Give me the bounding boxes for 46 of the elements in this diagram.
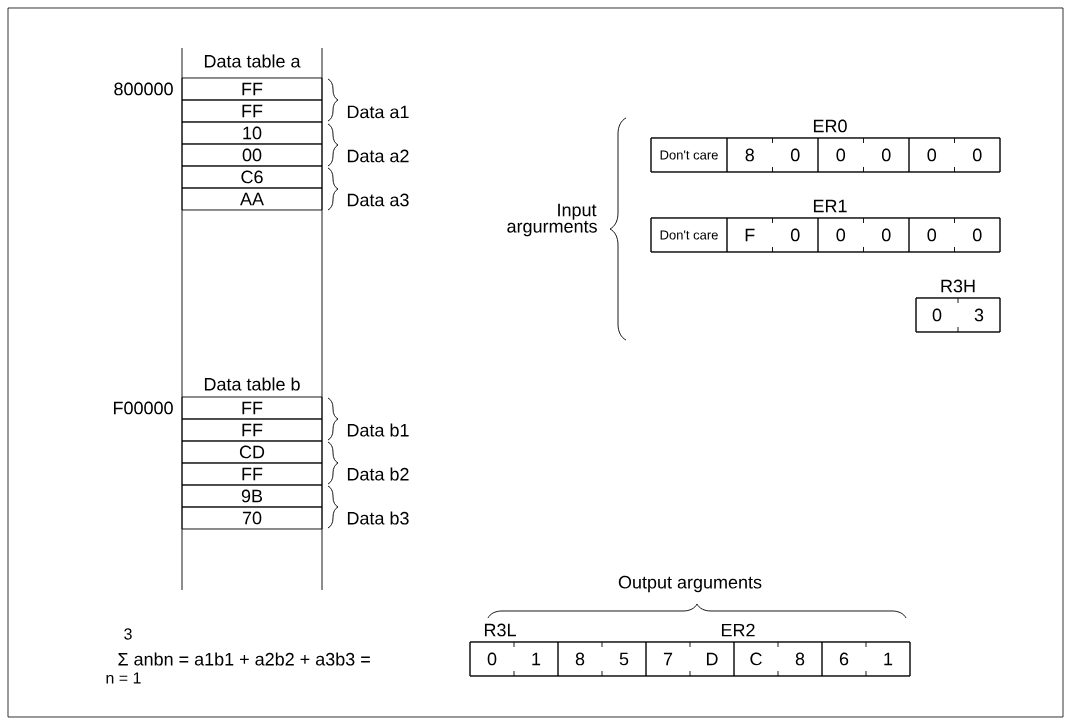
byte-cell: 7 D xyxy=(645,641,735,677)
node-label: ER2 xyxy=(721,623,755,637)
data-label: Data b2 xyxy=(347,467,409,481)
data-label: Data a1 xyxy=(347,105,409,119)
memory-cell: CD xyxy=(181,440,323,464)
byte-cell: 0 0 xyxy=(908,217,1001,253)
byte-cell: 0 0 xyxy=(817,137,910,173)
arguments-label: Input argurments xyxy=(507,203,597,237)
lower-limit: n = 1 xyxy=(106,672,141,684)
byte-cell: 0 1 xyxy=(469,641,559,677)
byte-cell: 8 5 xyxy=(557,641,647,677)
byte-cell: 8 0 xyxy=(726,137,819,173)
byte-cell: 0 3 xyxy=(932,297,984,333)
memory-cell: C6 xyxy=(181,165,323,189)
register-cell: Don't care xyxy=(650,137,728,173)
node-label: ER1 xyxy=(813,199,847,213)
node-label: R3L xyxy=(484,623,516,637)
arguments-label: Output arguments xyxy=(618,575,762,593)
byte-cell: 6 1 xyxy=(821,641,911,677)
byte-cell: 0 0 xyxy=(908,137,1001,173)
byte-cell: C 8 xyxy=(733,641,823,677)
register-cell: Don't care xyxy=(650,217,728,253)
memory-cell: 9B xyxy=(181,484,323,508)
data-label: Data b3 xyxy=(347,511,409,525)
data-label: Data b1 xyxy=(347,423,409,437)
memory-cell: 10 xyxy=(181,121,323,145)
memory-cell: FF xyxy=(181,418,323,442)
node-label: R3H xyxy=(941,279,975,293)
address-label: 800000 xyxy=(114,82,173,96)
node-label: ER0 xyxy=(813,119,847,133)
column-heading: Data table b xyxy=(204,377,300,391)
memory-cell: FF xyxy=(181,99,323,123)
memory-cell: FF xyxy=(181,77,323,101)
memory-cell: FF xyxy=(181,396,323,420)
memory-cell: 70 xyxy=(181,506,323,530)
memory-cell: FF xyxy=(181,462,323,486)
byte-cell: F 0 xyxy=(726,217,819,253)
memory-cell: AA xyxy=(181,187,323,211)
memory-cell: 00 xyxy=(181,143,323,167)
upper-limit: 3 xyxy=(124,628,132,640)
data-label: Data a2 xyxy=(347,149,409,163)
byte-cell: 0 0 xyxy=(817,217,910,253)
address-label: F00000 xyxy=(114,401,173,415)
sum-formula: Σ anbn = a1b1 + a2b2 + a3b3 = xyxy=(118,652,370,666)
data-label: Data a3 xyxy=(347,193,409,207)
column-heading: Data table a xyxy=(204,54,301,68)
